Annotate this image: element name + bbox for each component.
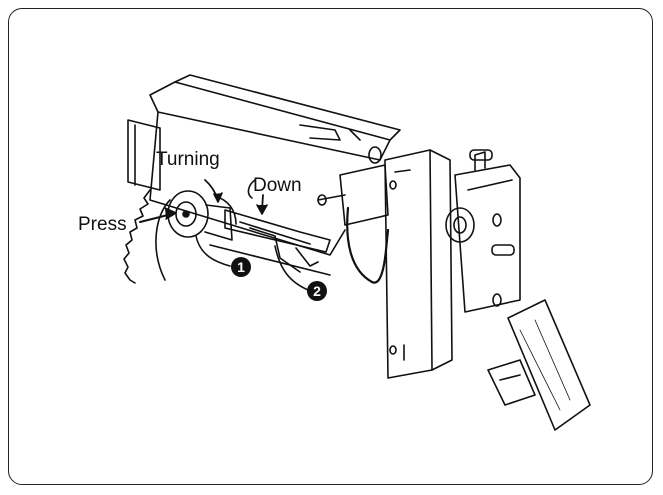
arm-underside [149, 111, 346, 256]
guard-plate [507, 299, 591, 431]
adjust-dial [445, 207, 475, 243]
marker-two: 2 [307, 281, 327, 301]
leader-two [274, 245, 309, 291]
cylinder [339, 164, 389, 226]
head-body [384, 149, 433, 379]
lever [224, 209, 331, 253]
toothed-wheel [123, 189, 151, 284]
air-tube [346, 206, 390, 284]
arm-end-plate [127, 119, 161, 191]
leader-one [195, 235, 231, 267]
press-label: Press [78, 214, 127, 235]
side-box [454, 164, 521, 313]
machine-arm-top [174, 74, 401, 141]
down-label: Down [253, 175, 302, 196]
marker-one: 1 [231, 257, 251, 277]
turning-label: Turning [156, 149, 220, 170]
machine-arm [149, 81, 391, 161]
hinge [487, 359, 536, 406]
